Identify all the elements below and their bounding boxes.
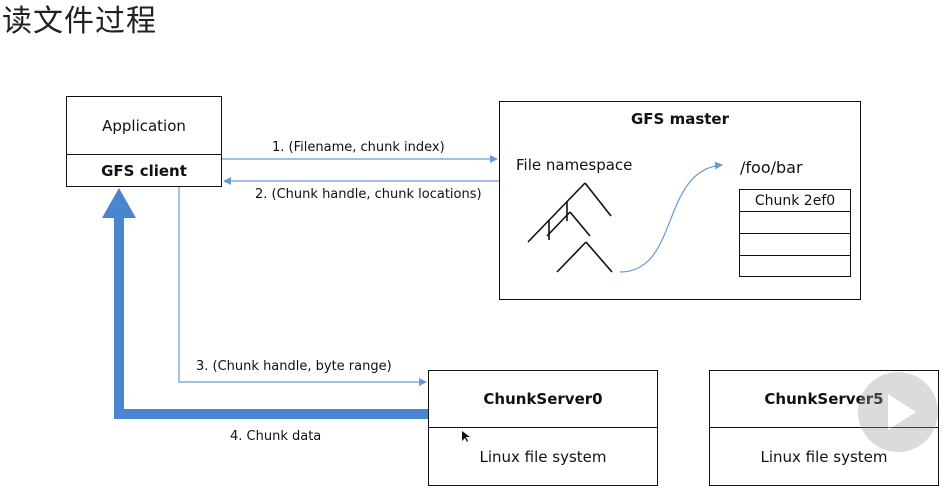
chunkserver5-name: ChunkServer5 bbox=[764, 390, 884, 408]
chunkserver0-divider bbox=[429, 427, 657, 428]
message-1-label: 1. (Filename, chunk index) bbox=[272, 140, 445, 155]
file-namespace-label: File namespace bbox=[516, 156, 633, 174]
chunk-request-arrow bbox=[178, 187, 427, 386]
chunk-data-arrowhead bbox=[102, 188, 136, 218]
gfs-master-box: GFS master File namespace /foo/bar Chunk… bbox=[499, 101, 861, 300]
chunkserver0-fs: Linux file system bbox=[479, 448, 607, 466]
message-4-label: 4. Chunk data bbox=[230, 429, 322, 444]
chunkserver5-divider bbox=[710, 427, 938, 428]
chunk-row: Chunk 2ef0 bbox=[740, 190, 850, 212]
application-label: Application bbox=[102, 116, 186, 135]
play-icon[interactable] bbox=[854, 368, 942, 456]
file-path-label: /foo/bar bbox=[740, 158, 803, 177]
chunk-row bbox=[740, 256, 850, 278]
chunkserver5-fs: Linux file system bbox=[760, 448, 888, 466]
message-2-label: 2. (Chunk handle, chunk locations) bbox=[255, 187, 482, 202]
gfs-master-title: GFS master bbox=[630, 110, 729, 128]
chunk-data-arrow bbox=[114, 212, 428, 419]
application-box: Application GFS client bbox=[66, 96, 222, 187]
message-3-label: 3. (Chunk handle, byte range) bbox=[196, 359, 392, 374]
application-divider bbox=[67, 154, 221, 155]
chunk-row bbox=[740, 212, 850, 234]
chunkserver0-name: ChunkServer0 bbox=[483, 390, 603, 408]
chunkserver5-box: ChunkServer5 Linux file system bbox=[709, 370, 939, 486]
chunk-row bbox=[740, 234, 850, 256]
chunk-table: Chunk 2ef0 bbox=[739, 189, 851, 277]
chunkserver0-box: ChunkServer0 Linux file system bbox=[428, 370, 658, 486]
gfs-client-label: GFS client bbox=[101, 161, 187, 180]
page-title: 读文件过程 bbox=[2, 4, 157, 39]
